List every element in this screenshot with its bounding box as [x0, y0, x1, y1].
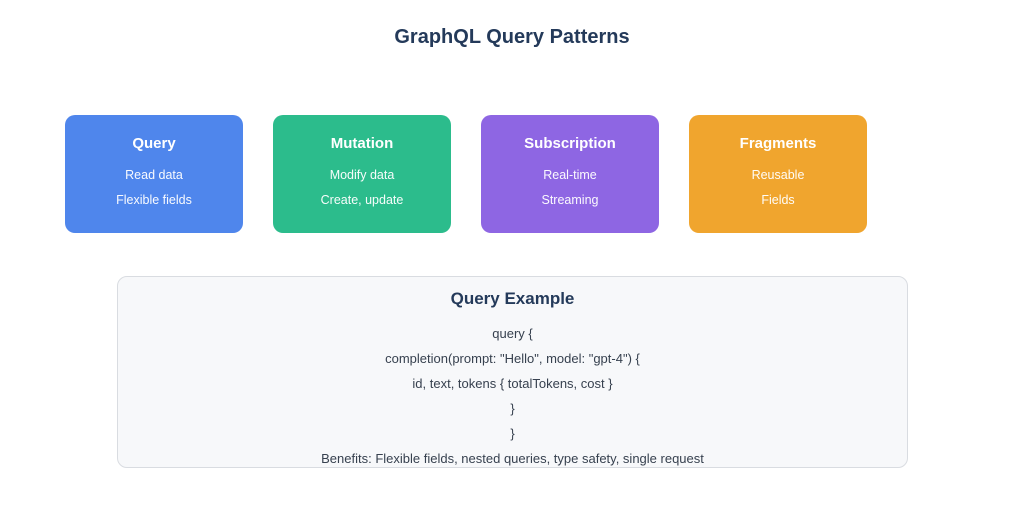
code-line-4: } [510, 401, 515, 416]
card-query-line-1: Read data [125, 168, 183, 182]
card-query: Query Read data Flexible fields [65, 115, 243, 233]
benefits-text: Benefits: Flexible fields, nested querie… [321, 451, 704, 466]
query-example-heading: Query Example [450, 289, 575, 308]
code-line-5: } [510, 426, 515, 441]
card-query-line-2: Flexible fields [116, 193, 192, 207]
card-subscription-lines: Real-time Streaming [481, 163, 659, 213]
card-subscription: Subscription Real-time Streaming [481, 115, 659, 233]
card-fragments-line-2: Fields [761, 193, 795, 207]
card-fragments-line-1: Reusable [751, 168, 805, 182]
card-fragments-title: Fragments [739, 135, 817, 152]
card-subscription-line-2: Streaming [541, 193, 599, 207]
card-mutation-lines: Modify data Create, update [273, 163, 451, 213]
code-line-1: query { [492, 326, 533, 341]
card-mutation: Mutation Modify data Create, update [273, 115, 451, 233]
card-fragments-lines: Reusable Fields [689, 163, 867, 213]
card-subscription-line-1: Real-time [543, 168, 597, 182]
card-mutation-line-2: Create, update [320, 193, 404, 207]
card-query-lines: Read data Flexible fields [65, 163, 243, 213]
pattern-cards-row: Query Read data Flexible fields Mutation… [65, 115, 868, 233]
card-fragments: Fragments Reusable Fields [689, 115, 867, 233]
card-subscription-title: Subscription [524, 135, 616, 152]
card-mutation-line-1: Modify data [329, 168, 395, 182]
card-query-title: Query [132, 135, 176, 152]
code-line-2: completion(prompt: "Hello", model: "gpt-… [385, 351, 640, 366]
card-mutation-title: Mutation [330, 135, 394, 152]
code-line-3: id, text, tokens { totalTokens, cost } [412, 376, 613, 391]
query-example-code: query { completion(prompt: "Hello", mode… [118, 321, 907, 446]
page-title: GraphQL Query Patterns [394, 26, 630, 48]
query-example-panel: Query Example query { completion(prompt:… [117, 276, 908, 468]
